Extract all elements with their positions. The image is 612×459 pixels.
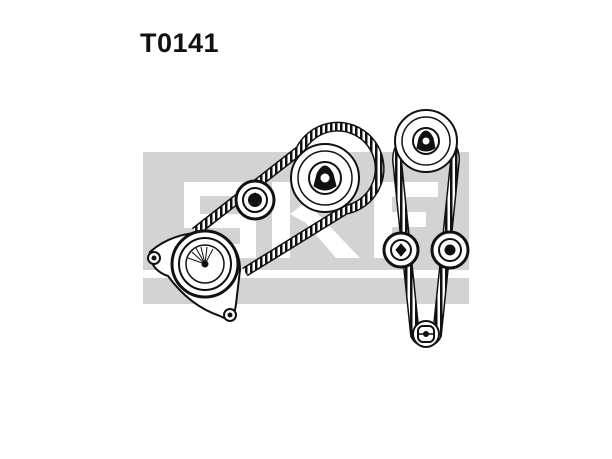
timing-belt-left <box>191 121 385 277</box>
idler-pulley-left <box>234 179 276 221</box>
part-code-title: T0141 <box>140 28 220 58</box>
camshaft-sprocket-left <box>290 143 360 213</box>
idler-pulley-right-a <box>382 231 420 269</box>
crankshaft-tensioner <box>147 229 242 322</box>
idler-pulley-right-b <box>430 230 470 270</box>
lower-tensioner-right <box>412 320 440 348</box>
camshaft-sprocket-right <box>394 109 458 173</box>
